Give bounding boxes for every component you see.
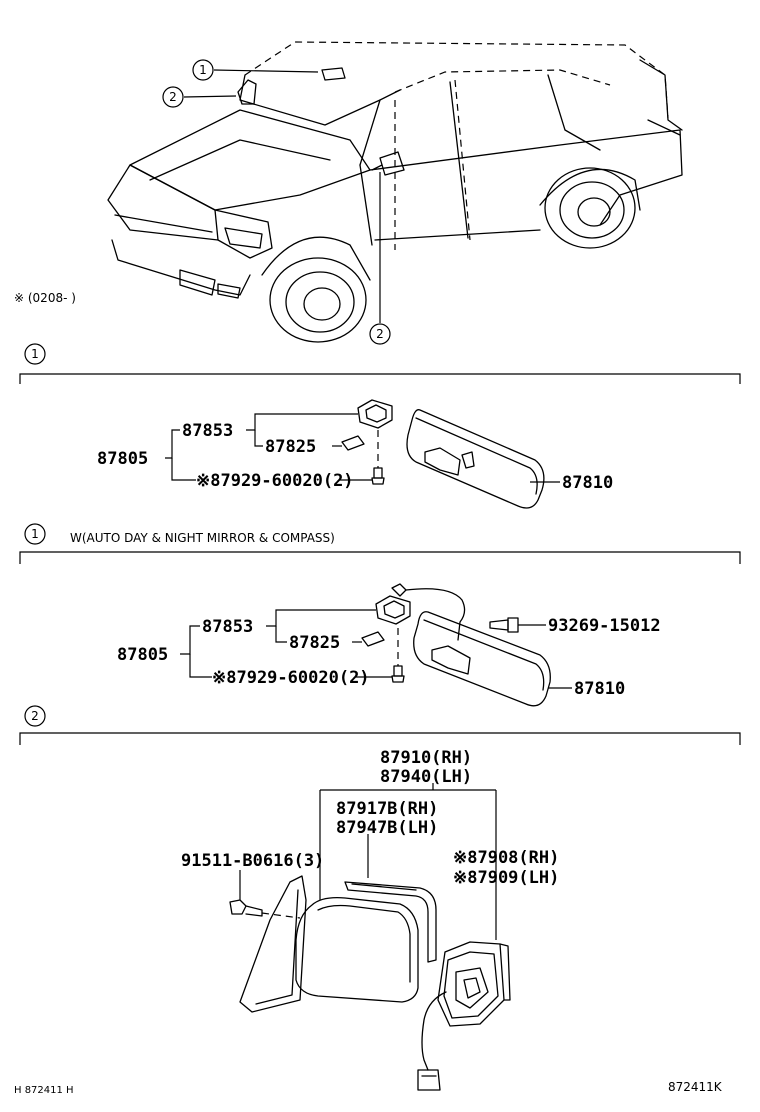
part-number-87909: ※87909(LH) [453, 868, 559, 888]
part-number-87825: 87825 [265, 437, 316, 457]
callout-number: 2 [169, 90, 177, 104]
part-number-87917b: 87917B(RH) [336, 799, 438, 819]
part-number-87810: 87810 [574, 679, 625, 699]
part-number-87853: 87853 [202, 617, 253, 637]
part-number-87825: 87825 [289, 633, 340, 653]
callout-2-overview-right: 2 [369, 172, 391, 345]
callout-2-overview-left: 2 [162, 86, 237, 108]
section-3-parts: 87910(RH) 87940(LH) 87917B(RH) 87947B(LH… [181, 748, 559, 1091]
part-number-93269: 93269-15012 [548, 616, 661, 636]
section-2-parts: 87805 87853 87825 ※87929-60020(2) 93269-… [117, 583, 661, 707]
vehicle-illustration [107, 41, 683, 343]
left-mirror-location-mark [237, 79, 257, 105]
section-title: W(AUTO DAY & NIGHT MIRROR & COMPASS) [70, 531, 335, 545]
right-mirror-location-mark [379, 151, 405, 176]
section-number: 1 [31, 347, 39, 361]
callout-number: 2 [376, 327, 384, 341]
footer-ref: H 872411 H [14, 1085, 74, 1096]
part-number-87853: 87853 [182, 421, 233, 441]
part-number-87947b: 87947B(LH) [336, 818, 438, 838]
date-note: ※ (0208- ) [14, 291, 76, 305]
callout-1-overview: 1 [192, 59, 319, 81]
section-number: 1 [31, 527, 39, 541]
callout-number: 1 [199, 63, 207, 77]
part-number-87805: 87805 [97, 449, 148, 469]
section-3-header: 2 [19, 705, 741, 745]
section-2-header: 1 W(AUTO DAY & NIGHT MIRROR & COMPASS) [19, 523, 741, 564]
figure-id: 872411K [668, 1080, 723, 1094]
part-number-87810: 87810 [562, 473, 613, 493]
section-1-parts: 87805 87853 87825 ※87929-60020(2) 87810 [97, 399, 613, 509]
part-number-87929: ※87929-60020(2) [212, 668, 370, 688]
part-number-87910: 87910(RH) [380, 748, 472, 768]
inner-mirror-location-mark [321, 67, 346, 81]
part-number-87908: ※87908(RH) [453, 848, 559, 868]
section-1-header: 1 [19, 343, 741, 384]
section-number: 2 [31, 709, 39, 723]
part-number-91511: 91511-B0616(3) [181, 851, 324, 871]
part-number-87929: ※87929-60020(2) [196, 471, 354, 491]
part-number-87940: 87940(LH) [380, 767, 472, 787]
part-number-87805: 87805 [117, 645, 168, 665]
